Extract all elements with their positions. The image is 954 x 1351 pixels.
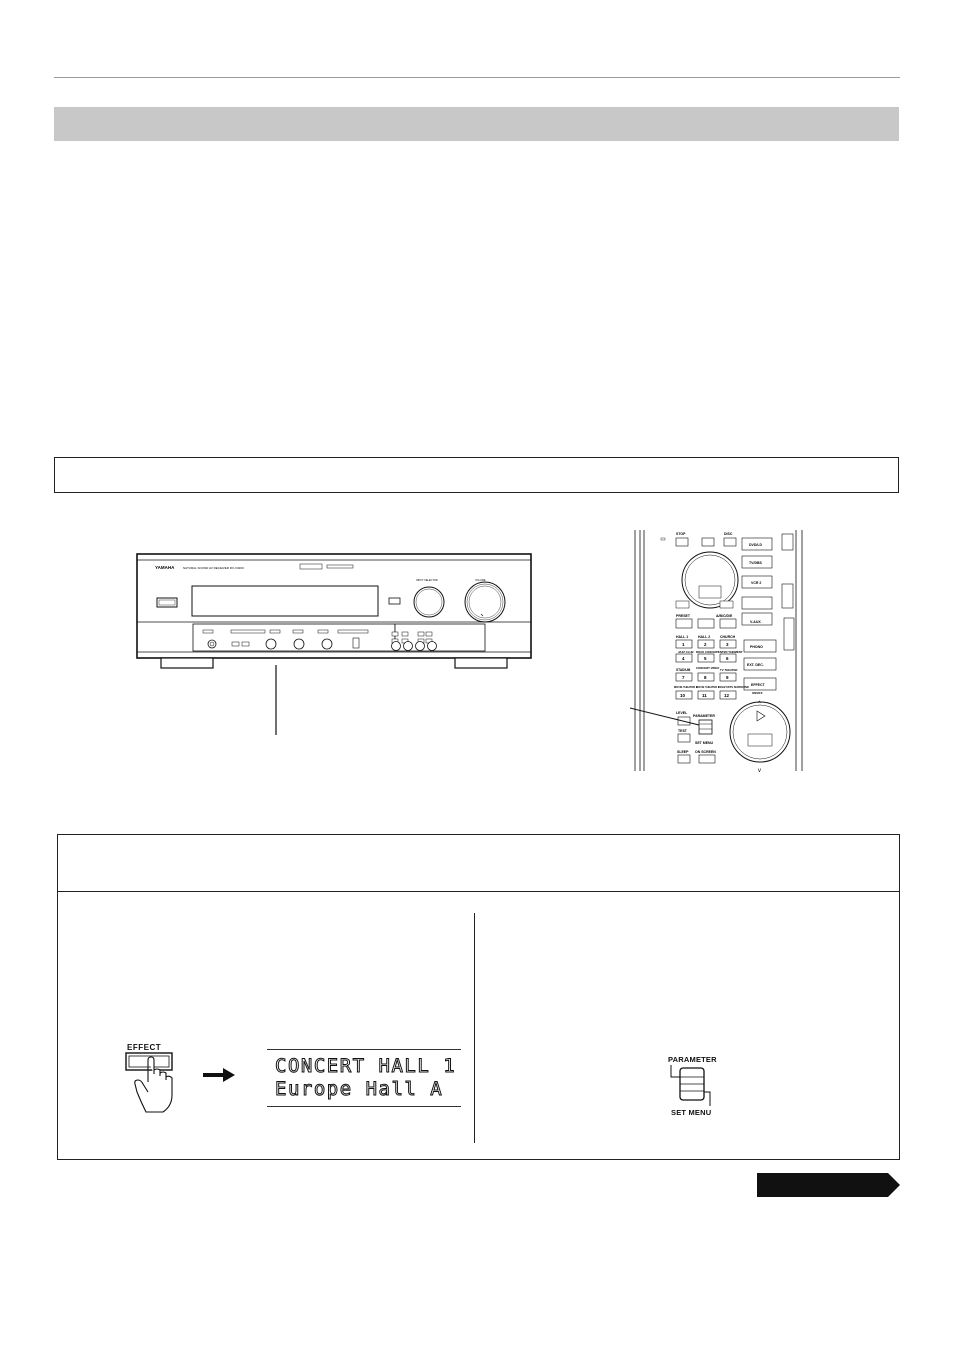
remote-digit-8: 8 <box>704 675 707 680</box>
remote-tv-theater-label: TV THEATER <box>720 668 737 672</box>
remote-level-label: LEVEL <box>676 711 688 715</box>
procedure-panel <box>57 834 900 1160</box>
remote-digit-1: 1 <box>682 642 685 647</box>
remote-movie-theater1-label: MOVIE THEATER 1 <box>674 685 698 689</box>
remote-stadium-label: STADIUM <box>676 668 691 672</box>
remote-on-off-label: ON/OFF <box>752 691 763 695</box>
remote-effect-label: EFFECT <box>751 683 765 687</box>
display-line-1: CONCERT HALL 1 <box>274 1055 457 1078</box>
remote-preset-label: PRESET <box>676 614 691 618</box>
remote-vcr2-label: VCR 2 <box>751 581 761 585</box>
set-menu-label: SET MENU <box>671 1108 712 1117</box>
parameter-label: PARAMETER <box>668 1055 717 1064</box>
display-line-2: Europe Hall A <box>274 1078 444 1101</box>
arrow-right-icon <box>203 1068 235 1082</box>
remote-set-menu-label: SET MENU <box>695 741 714 745</box>
remote-jazz-club-label: JAZZ CLUB <box>678 650 694 654</box>
remote-disc-label: DISC <box>724 532 733 536</box>
remote-digit-6: 6 <box>726 656 729 661</box>
remote-concert-video-label: CONCERT VIDEO <box>696 666 720 670</box>
remote-v-aux-label: V-AUX <box>750 620 761 624</box>
receiver-model: NATURAL SOUND AV RECEIVER RX-V3200 <box>183 566 244 570</box>
remote-digit-3: 3 <box>726 642 729 647</box>
note-box <box>54 457 899 493</box>
remote-entertainment-label: ENTER TAINMENT <box>718 650 743 654</box>
remote-phono-label: PHONO <box>750 645 763 649</box>
continued-next-page-tab <box>757 1173 900 1197</box>
remote-ext-dec-label: EXT. DEC. <box>747 663 764 667</box>
svg-text:v: v <box>758 768 761 774</box>
remote-test-label: TEST <box>678 729 688 733</box>
remote-digit-12: 12 <box>724 693 730 698</box>
parameter-set-menu-switch-illustration <box>670 1065 711 1106</box>
remote-movie-theater2-label: MOVIE THEATER 2 <box>696 685 720 689</box>
remote-on-screen-label: ON SCREEN <box>695 750 716 754</box>
remote-church-label: CHURCH <box>720 635 736 639</box>
remote-dvd-ld-label: DVD/LD <box>749 543 763 547</box>
remote-rock-concert-label: ROCK CONCERT <box>696 650 719 654</box>
remote-dolby-surround-label: DOLBY/DTS SURROUND <box>718 685 749 689</box>
remote-hall2-label: HALL 2 <box>698 635 710 639</box>
remote-digit-7: 7 <box>682 675 685 680</box>
remote-sleep-label: SLEEP <box>677 750 689 754</box>
remote-abcde-label: A/B/C/D/E <box>716 614 733 618</box>
remote-tv-dbs-label: TV/DBS <box>749 561 763 565</box>
front-panel-display: CONCERT HALL 1 Europe Hall A <box>267 1049 461 1107</box>
effect-button-press-illustration <box>125 1052 173 1113</box>
remote-hall1-label: HALL 1 <box>676 635 688 639</box>
receiver-front-panel-illustration: YAMAHA NATURAL SOUND AV RECEIVER RX-V320… <box>136 553 532 669</box>
remote-digit-5: 5 <box>704 656 707 661</box>
remote-digit-10: 10 <box>680 693 686 698</box>
remote-digit-2: 2 <box>704 642 707 647</box>
remote-digit-9: 9 <box>726 675 729 680</box>
receiver-brand: YAMAHA <box>155 565 175 570</box>
callout-line-main-unit <box>275 665 277 735</box>
remote-stop-label: STOP <box>676 532 686 536</box>
panel-column-divider <box>474 913 475 1143</box>
remote-digit-11: 11 <box>702 693 707 698</box>
input-selector-label: INPUT SELECTOR <box>416 579 438 582</box>
remote-parameter-label: PARAMETER <box>693 714 715 718</box>
top-rule <box>54 77 900 78</box>
remote-control-illustration: ^ v STOP DISC DVD/LD TV/DBS VCR 2 V-AUX … <box>629 530 803 774</box>
panel-heading-rule <box>58 891 899 892</box>
section-title-band <box>54 107 899 141</box>
volume-label: VOLUME <box>475 579 486 582</box>
remote-digit-4: 4 <box>682 656 685 661</box>
effect-button-label: EFFECT <box>127 1043 162 1052</box>
svg-text:^: ^ <box>758 701 761 707</box>
